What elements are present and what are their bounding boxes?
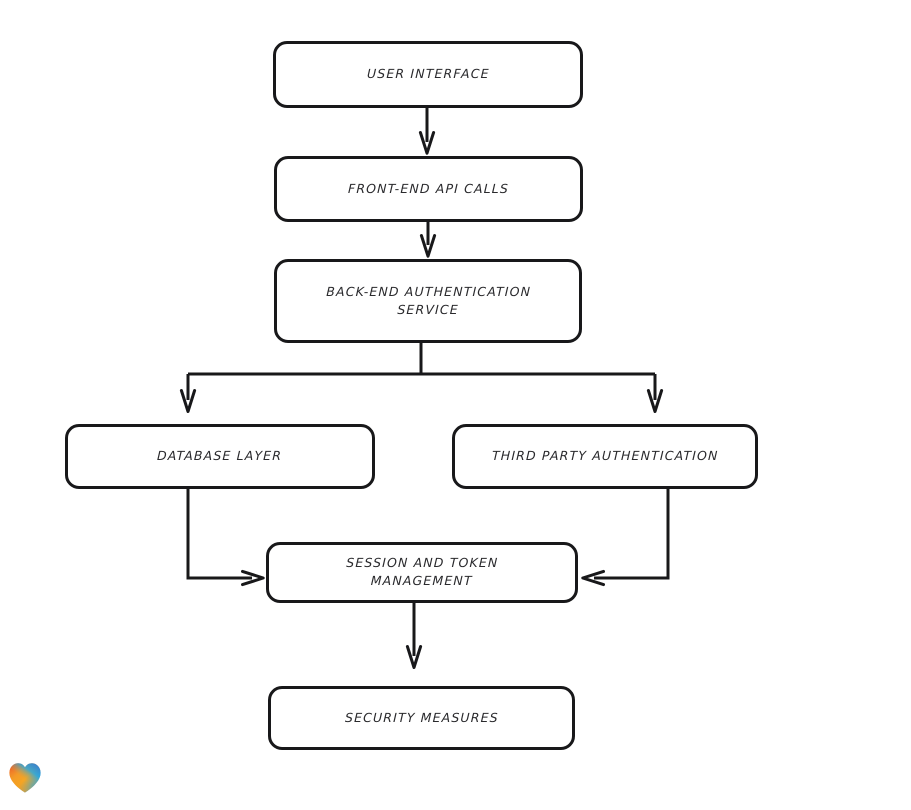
node-session-token[interactable]: Session and Token Management <box>266 542 578 603</box>
edge-third-party-auth-to-session-token <box>581 489 670 587</box>
node-label-third-party-auth: Third Party Authentication <box>491 448 719 464</box>
node-label-session-token: Session and Token Management <box>346 555 499 589</box>
edge-session-token-to-security <box>405 603 423 669</box>
edge-branch-to-database-layer <box>179 374 197 413</box>
node-label-database-layer: Database Layer <box>157 448 283 464</box>
edge-user-interface-to-frontend-api <box>418 108 436 155</box>
node-database-layer[interactable]: Database Layer <box>65 424 375 489</box>
edge-database-layer-to-session-token <box>186 489 265 587</box>
node-user-interface[interactable]: User Interface <box>273 41 583 108</box>
node-label-user-interface: User Interface <box>366 66 490 82</box>
node-label-backend-auth: Back-End Authentication Service <box>325 283 531 317</box>
heart-icon <box>9 763 41 793</box>
node-backend-auth[interactable]: Back-End Authentication Service <box>274 259 582 343</box>
edge-frontend-api-to-backend-auth <box>419 222 437 258</box>
edge-backend-auth-branch-bus <box>188 343 655 376</box>
node-label-security: Security Measures <box>344 709 499 725</box>
node-third-party-auth[interactable]: Third Party Authentication <box>452 424 758 489</box>
node-frontend-api[interactable]: Front-End API Calls <box>274 156 583 222</box>
edge-branch-to-third-party-auth <box>646 374 664 413</box>
node-security[interactable]: Security Measures <box>268 686 575 750</box>
node-label-frontend-api: Front-End API Calls <box>347 180 510 196</box>
